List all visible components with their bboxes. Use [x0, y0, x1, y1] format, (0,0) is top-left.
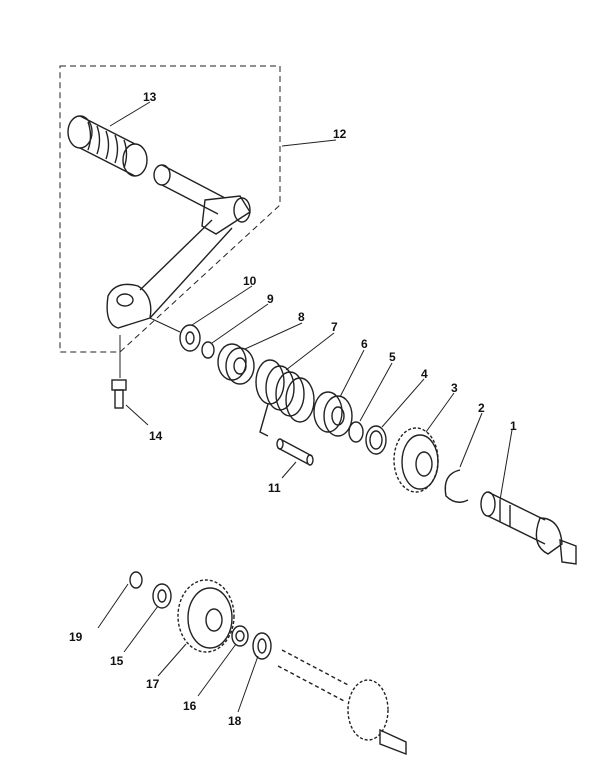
- callout-11: 11: [268, 481, 281, 495]
- callout-3: 3: [451, 381, 458, 395]
- callout-12: 12: [333, 127, 347, 141]
- callout-5: 5: [389, 350, 396, 364]
- callout-15: 15: [110, 654, 124, 668]
- part-washer-10: [179, 324, 201, 352]
- callout-7: 7: [331, 320, 338, 334]
- part-washer-15: [152, 583, 172, 609]
- part-idle-gear: [177, 579, 235, 653]
- callout-17: 17: [146, 677, 160, 691]
- callout-13: 13: [143, 90, 157, 104]
- part-kick-spring: [255, 359, 315, 437]
- part-washer-4: [365, 425, 387, 455]
- part-bolt: [111, 335, 127, 409]
- callout-14: 14: [149, 429, 163, 443]
- part-circlip-19: [129, 571, 143, 589]
- part-kick-gear: [393, 427, 439, 493]
- part-kick-lever-arm: [106, 164, 251, 329]
- callout-9: 9: [267, 292, 274, 306]
- callout-19: 19: [69, 630, 83, 644]
- callout-2: 2: [478, 401, 485, 415]
- callout-6: 6: [361, 337, 368, 351]
- callout-16: 16: [183, 699, 197, 713]
- callout-18: 18: [228, 714, 242, 728]
- callout-1: 1: [510, 419, 517, 433]
- part-spring-guide: [217, 343, 255, 385]
- part-washer-18: [252, 632, 272, 660]
- callout-10: 10: [243, 274, 257, 288]
- assembly-boundary: [59, 65, 281, 353]
- leader-lines: [97, 101, 513, 713]
- part-shaft-lower: [277, 649, 407, 756]
- part-circlip-5: [348, 421, 364, 443]
- part-circlip-2: [444, 469, 469, 503]
- part-circlip-9: [201, 341, 215, 359]
- part-pin: [276, 438, 314, 466]
- part-grip-rubber: [67, 115, 148, 177]
- part-bushing-16: [231, 625, 249, 647]
- part-kick-axle: [480, 491, 577, 565]
- callout-4: 4: [421, 367, 428, 381]
- part-ratchet: [313, 391, 353, 437]
- callout-8: 8: [298, 310, 305, 324]
